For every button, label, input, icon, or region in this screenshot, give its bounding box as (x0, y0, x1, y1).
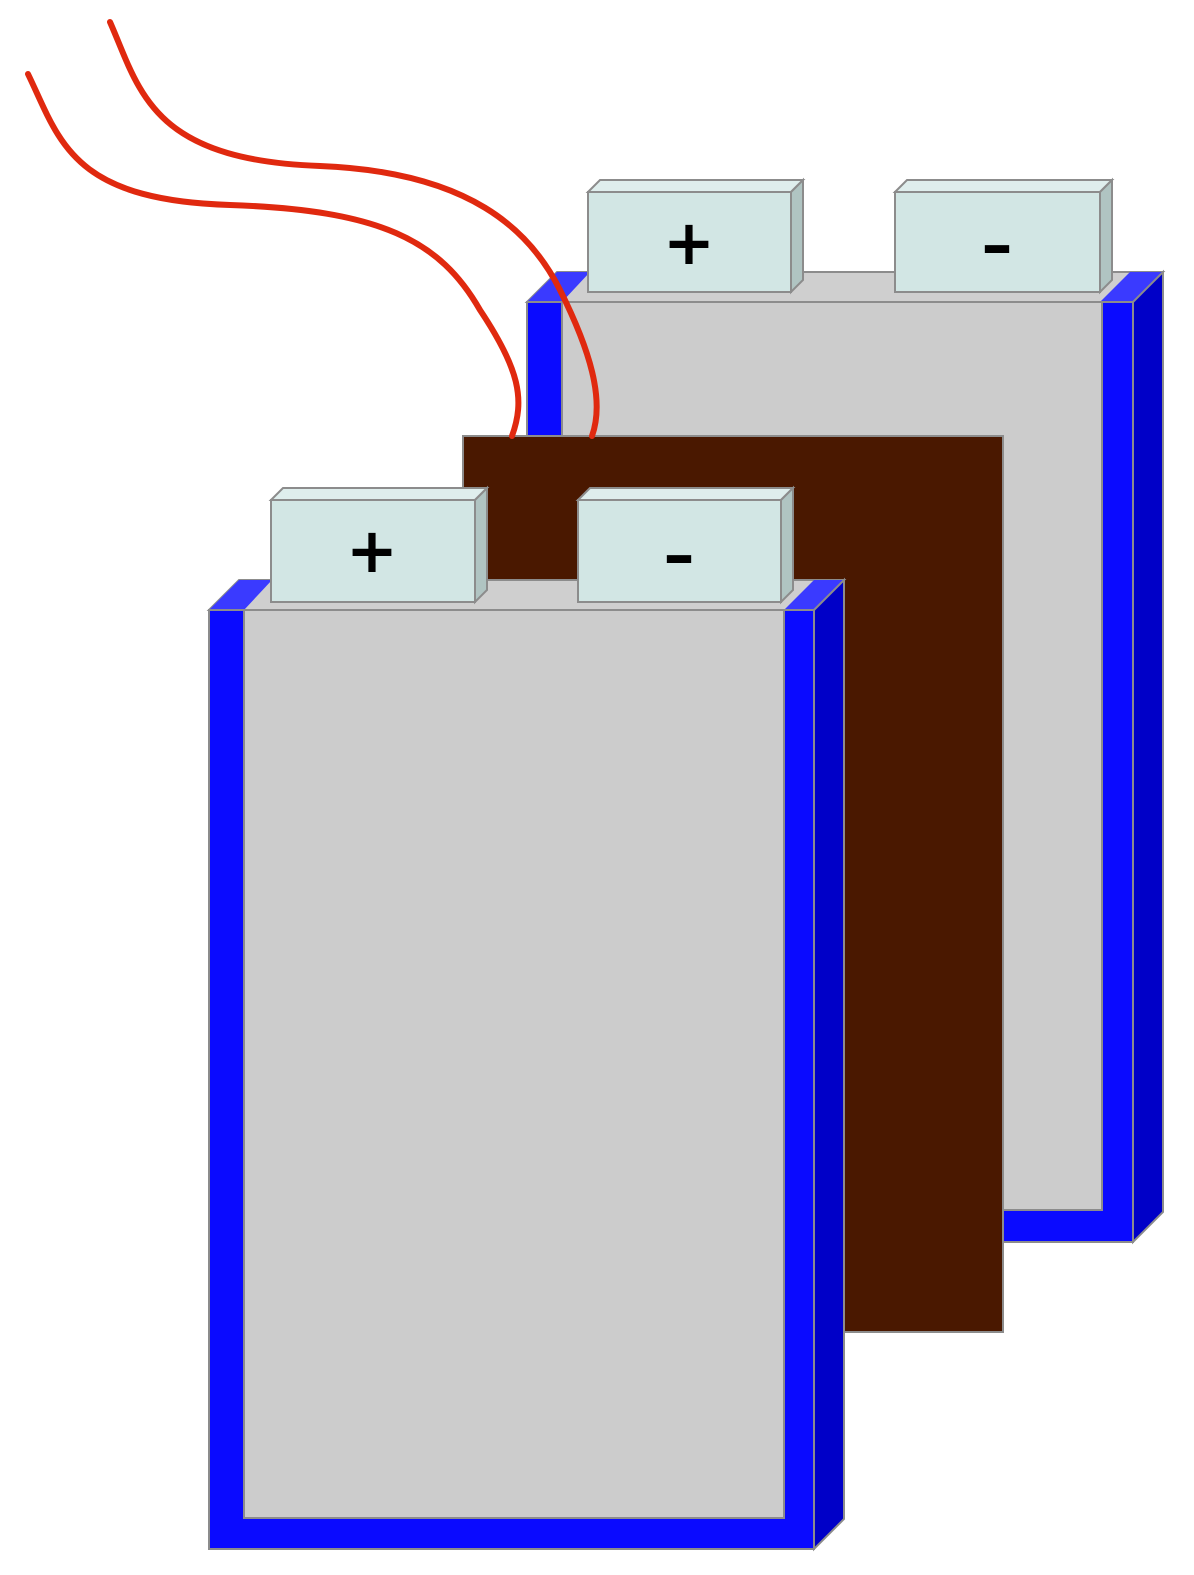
front-cell-positive-terminal-face (270, 499, 476, 603)
front-cell-negative-label: – (664, 518, 695, 591)
heater-wires (25, 19, 600, 439)
front-cell-positive-terminal-side (474, 485, 488, 605)
back-cell-negative-terminal-face (894, 191, 1101, 293)
back-cell-negative-terminal-top (892, 179, 1115, 193)
back-cell-negative-terminal-side (1099, 177, 1113, 295)
front-cell-positive-terminal: + (268, 485, 490, 605)
front-cell-negative-terminal-face (577, 499, 782, 603)
front-cell-negative-terminal-top (575, 487, 796, 501)
front-cell-face (243, 609, 785, 1519)
back-cell-positive-terminal-face (587, 191, 792, 293)
front-cell: + – (206, 485, 847, 1552)
front-cell-top-left-edge (209, 580, 272, 610)
back-cell-top-right-edge (1100, 272, 1163, 302)
back-cell-negative-terminal: – (892, 177, 1115, 295)
front-cell-positive-label: + (346, 514, 398, 587)
wire-left (25, 71, 522, 439)
front-cell-negative-terminal: – (575, 485, 796, 605)
front-cell-top-right-edge (784, 580, 844, 610)
back-cell-positive-terminal-side (790, 177, 804, 295)
back-cell-right-side (1132, 269, 1164, 1245)
back-cell-positive-terminal: + (585, 177, 806, 295)
wire-right (107, 19, 600, 439)
back-cell-positive-label: + (663, 206, 715, 279)
back-cell-negative-label: – (982, 208, 1013, 281)
front-cell-positive-terminal-top (268, 487, 490, 501)
back-cell-positive-terminal-top (585, 179, 806, 193)
front-cell-right-side (813, 577, 845, 1552)
front-cell-negative-terminal-side (780, 485, 794, 605)
